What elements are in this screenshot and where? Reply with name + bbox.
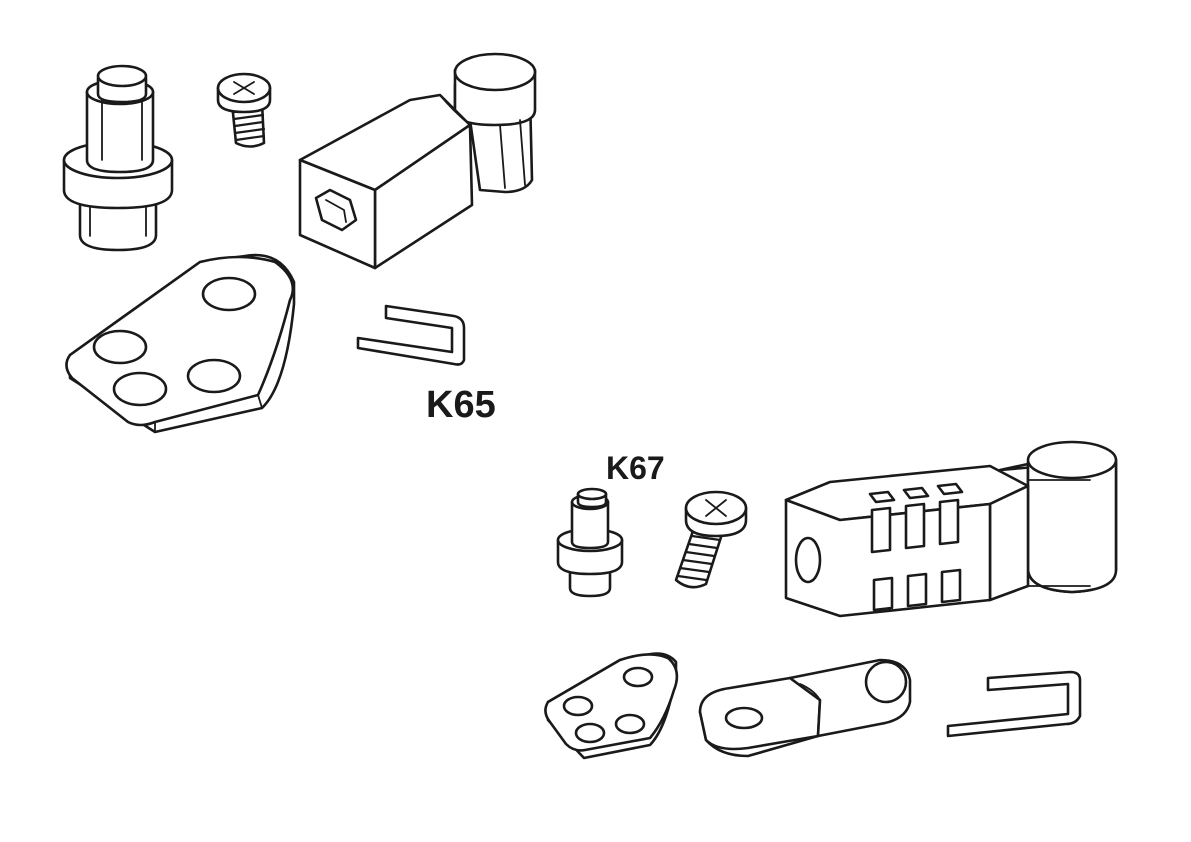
k65-kit-label: K65 — [426, 384, 496, 426]
k65-hinge-pin-icon — [62, 64, 174, 252]
k65-parts-group — [62, 52, 537, 434]
k67-hinge-pin-icon — [556, 487, 624, 598]
k67-pivot-plate-icon — [544, 652, 679, 760]
k65-hinge-block-icon — [298, 52, 537, 270]
k67-parts-group — [544, 440, 1118, 760]
k65-pivot-plate-icon — [65, 253, 296, 434]
k65-u-clip-icon — [356, 304, 466, 366]
k67-u-clip-icon — [946, 670, 1082, 738]
k65-screw-icon — [216, 72, 272, 148]
k67-screw-icon — [674, 490, 748, 589]
k67-kit-label: K67 — [606, 450, 665, 486]
k67-hinge-block-slotted-icon — [784, 440, 1118, 618]
k67-cable-lug-icon — [698, 658, 912, 758]
